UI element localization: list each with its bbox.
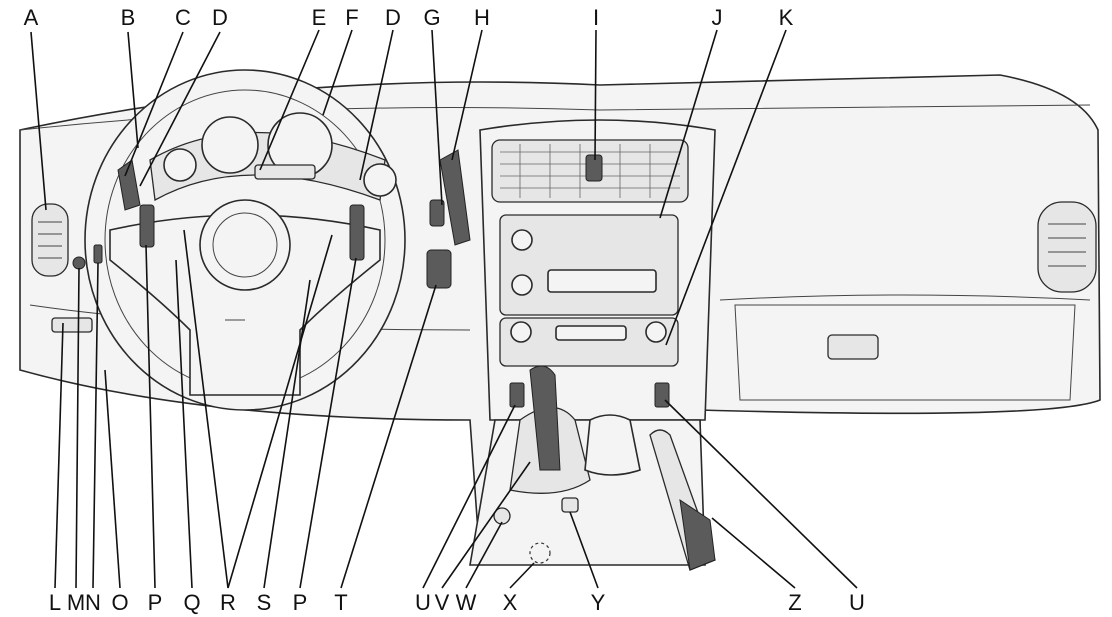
left-air-vent bbox=[31, 203, 69, 277]
label-U-left: U bbox=[415, 590, 431, 615]
label-O: O bbox=[111, 590, 128, 615]
glove-box bbox=[734, 304, 1076, 401]
label-E: E bbox=[312, 5, 327, 30]
label-S: S bbox=[257, 590, 272, 615]
left-lower-switches bbox=[51, 244, 452, 333]
center-console bbox=[469, 365, 706, 566]
label-J: J bbox=[712, 5, 723, 30]
label-G: G bbox=[423, 5, 440, 30]
label-M: M bbox=[67, 590, 85, 615]
label-H: H bbox=[474, 5, 490, 30]
label-L: L bbox=[49, 590, 61, 615]
label-D-left: D bbox=[212, 5, 228, 30]
label-X: X bbox=[503, 590, 518, 615]
shift-paddles bbox=[117, 149, 471, 246]
label-B: B bbox=[121, 5, 136, 30]
label-Y: Y bbox=[591, 590, 606, 615]
label-A: A bbox=[24, 5, 39, 30]
instrument-cluster bbox=[149, 112, 397, 202]
right-air-vent bbox=[1037, 201, 1097, 293]
label-P-left: P bbox=[148, 590, 163, 615]
label-P-right: P bbox=[293, 590, 308, 615]
label-U-right: U bbox=[849, 590, 865, 615]
label-V: V bbox=[435, 590, 450, 615]
label-F: F bbox=[345, 5, 358, 30]
leader-lines bbox=[30, 29, 858, 589]
label-Z: Z bbox=[788, 590, 801, 615]
parking-brake-handle bbox=[649, 429, 716, 571]
label-K: K bbox=[779, 5, 794, 30]
label-C: C bbox=[175, 5, 191, 30]
center-stack bbox=[479, 119, 716, 421]
label-N: N bbox=[85, 590, 101, 615]
label-W: W bbox=[456, 590, 477, 615]
label-D-right: D bbox=[385, 5, 401, 30]
label-I: I bbox=[593, 5, 599, 30]
callout-labels: A B C D E F D G H I J K L M N O P Q R S … bbox=[24, 5, 865, 615]
label-T: T bbox=[334, 590, 347, 615]
label-Q: Q bbox=[183, 590, 200, 615]
label-R: R bbox=[220, 590, 236, 615]
